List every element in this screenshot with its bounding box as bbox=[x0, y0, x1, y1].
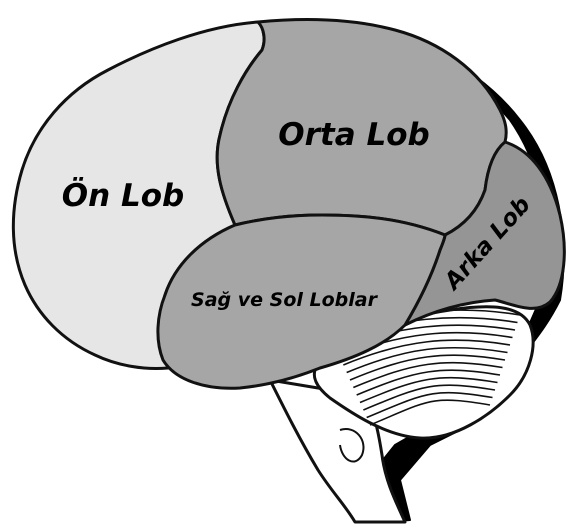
parietal-lobe-label: Orta Lob bbox=[278, 117, 429, 153]
temporal-lobe-label: Sağ ve Sol Loblar bbox=[191, 289, 379, 311]
frontal-lobe-label: Ön Lob bbox=[62, 177, 184, 214]
